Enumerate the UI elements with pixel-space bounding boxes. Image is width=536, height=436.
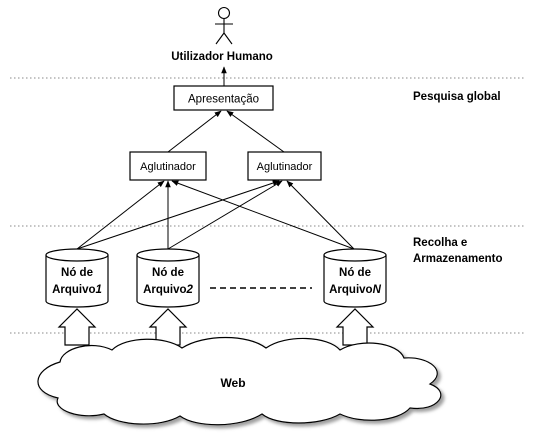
archive-node-2-index: 2 (186, 284, 194, 296)
arrow-node1-to-aggregator-left (76, 180, 165, 250)
upload-arrow-n-icon (335, 308, 375, 346)
archive-node-2-prefix: Arquivo (143, 284, 186, 296)
arrow-node1-to-aggregator-right (76, 180, 280, 250)
layer-label-collection-line2: Armazenamento (413, 253, 502, 265)
arrow-aggregator-left-to-presentation (167, 110, 222, 153)
archive-node-2-line1: Nó de (152, 267, 184, 279)
archive-node-1-line1: Nó de (61, 267, 93, 279)
arrow-node2-to-aggregator-right (167, 180, 283, 250)
layer-label-global-search: Pesquisa global (413, 91, 501, 103)
archive-node-1: Nó de Arquivo1 (45, 248, 109, 308)
aggregator-label-right: Aglutinador (257, 161, 313, 173)
upload-arrow-1-icon (57, 308, 97, 346)
archive-node-1-index: 1 (96, 284, 102, 296)
presentation-label: Apresentação (188, 94, 259, 106)
archive-node-n: Nó de ArquivoN (323, 248, 387, 308)
archive-node-n-line2: ArquivoN (329, 284, 381, 296)
aggregator-label-left: Aglutinador (140, 161, 196, 173)
archive-node-2-line2: Arquivo2 (143, 284, 193, 296)
web-label: Web (220, 376, 245, 390)
user-label: Utilizador Humano (171, 51, 273, 63)
archive-node-n-index: N (373, 284, 382, 296)
layer-label-collection-line1: Recolha e (413, 237, 467, 249)
archive-node-2: Nó de Arquivo2 (136, 248, 200, 308)
arrow-nodeN-to-aggregator-right (286, 180, 355, 250)
presentation-box (173, 85, 274, 111)
web-cloud-shape (37, 336, 442, 426)
archive-node-1-line2: Arquivo1 (52, 284, 102, 296)
archive-node-1-prefix: Arquivo (52, 284, 95, 296)
archive-node-n-line1: Nó de (339, 267, 371, 279)
arrow-nodeN-to-aggregator-left (171, 180, 355, 250)
arrow-aggregator-right-to-presentation (226, 110, 285, 153)
archive-node-n-prefix: Arquivo (329, 284, 372, 296)
aggregator-box-right (247, 151, 322, 181)
user-figure-icon (215, 6, 233, 45)
upload-arrow-2-icon (148, 308, 188, 346)
